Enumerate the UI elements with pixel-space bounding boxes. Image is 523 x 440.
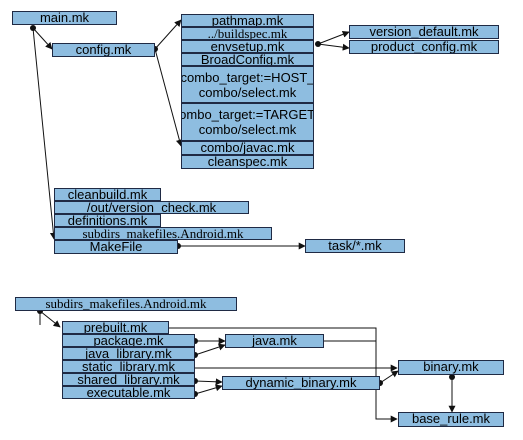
node-combo-target-select-mk: combo_target:=TARGET_ combo/select.mk — [181, 103, 314, 141]
node-java-mk: java.mk — [225, 334, 324, 348]
node-subdirs-makefiles-bottom: subdirs_makefiles.Android.mk — [15, 297, 237, 311]
node-subdirs-makefiles-top: subdirs_makefiles.Android.mk — [54, 227, 272, 240]
node-dynamic-binary-mk: dynamic_binary.mk — [222, 376, 380, 390]
node-broadconfig-mk: BroadConfig.mk — [181, 53, 314, 66]
node-binary-mk: binary.mk — [398, 360, 504, 375]
node-makefile: MakeFile — [54, 240, 178, 254]
node-combo-javac-mk: combo/javac.mk — [181, 141, 314, 155]
node-buildspec-mk: ../buildspec.mk — [181, 27, 314, 40]
node-main-mk: main.mk — [12, 11, 117, 25]
node-version-default-mk: version_default.mk — [349, 25, 499, 39]
node-envsetup-mk: envsetup.mk — [181, 40, 314, 53]
node-product-config-mk: product_config.mk — [349, 40, 499, 54]
node-pathmap-mk: pathmap.mk — [181, 14, 314, 27]
node-static-library-mk: static_library.mk — [62, 360, 195, 373]
node-base-rule-mk: base_rule.mk — [398, 412, 504, 427]
node-shared-library-mk: shared_library.mk — [62, 373, 195, 386]
node-java-library-mk: java_library.mk — [62, 347, 195, 360]
node-version-check-mk: /out/version_check.mk — [54, 201, 249, 214]
node-combo-host-select-mk: combo_target:=HOST_ combo/select.mk — [181, 66, 314, 103]
node-config-mk: config.mk — [52, 43, 155, 57]
node-package-mk: package.mk — [62, 334, 195, 347]
node-cleanspec-mk: cleanspec.mk — [181, 155, 314, 169]
node-definitions-mk: definitions.mk — [54, 214, 161, 227]
node-prebuilt-mk: prebuilt.mk — [62, 321, 169, 334]
node-executable-mk: executable.mk — [62, 386, 195, 399]
node-task-mk: task/*.mk — [305, 239, 405, 253]
node-cleanbuild-mk: cleanbuild.mk — [54, 188, 161, 201]
